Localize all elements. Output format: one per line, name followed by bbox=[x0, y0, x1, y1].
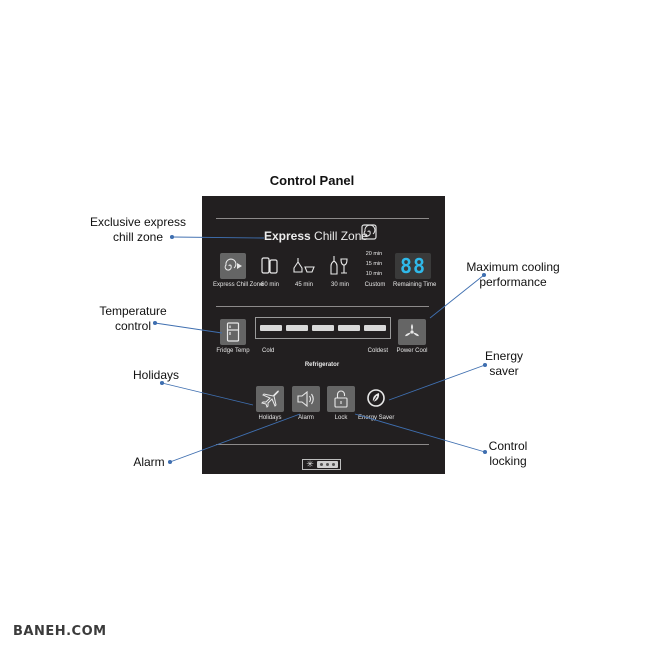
energy-saver-label: Energy Saver bbox=[358, 415, 395, 421]
padlock-icon bbox=[333, 389, 349, 409]
callout-holidays: Holidays bbox=[132, 368, 180, 382]
scale-coldest-label: Coldest bbox=[367, 348, 388, 354]
lock-indicator: ✳ bbox=[302, 459, 341, 470]
temperature-level-segment bbox=[338, 325, 360, 331]
remaining-time-label: Remaining Time bbox=[393, 282, 437, 288]
power-cool-button[interactable] bbox=[398, 319, 426, 345]
alarm-button[interactable] bbox=[292, 386, 320, 412]
temperature-level-bar[interactable] bbox=[255, 317, 391, 339]
callout-alarm: Alarm bbox=[133, 455, 165, 469]
lock-button[interactable] bbox=[327, 386, 355, 412]
scale-cold-label: Cold bbox=[262, 348, 275, 354]
airplane-icon bbox=[260, 389, 280, 409]
remaining-time-display: 88 bbox=[395, 253, 431, 279]
option-45-label: 45 min bbox=[294, 282, 313, 288]
panel-divider bbox=[216, 306, 429, 307]
holidays-label: Holidays bbox=[258, 415, 282, 421]
option-30-label: 30 min bbox=[330, 282, 349, 288]
speaker-icon bbox=[296, 390, 316, 408]
power-cool-label: Power Cool bbox=[396, 348, 428, 354]
temperature-level-segment bbox=[260, 325, 282, 331]
express-chill-heading-bold: Express bbox=[264, 229, 311, 243]
custom-time-20: 20 min bbox=[365, 251, 383, 257]
bottle-glass-icon[interactable] bbox=[291, 254, 317, 276]
callout-max-cooling: Maximum cooling performance bbox=[466, 260, 560, 289]
custom-time-10: 10 min bbox=[365, 271, 383, 277]
fridge-temp-label: Fridge Temp bbox=[216, 348, 250, 354]
fridge-icon bbox=[226, 322, 240, 342]
callout-control-locking: Control locking bbox=[488, 439, 528, 468]
temperature-level-segment bbox=[286, 325, 308, 331]
chill-swirl-icon bbox=[360, 223, 378, 246]
panel-divider bbox=[216, 444, 429, 445]
option-60-label: 60 min bbox=[260, 282, 279, 288]
custom-times[interactable]: 20 min 15 min 10 min bbox=[358, 249, 390, 279]
energy-saver-button[interactable] bbox=[364, 386, 388, 410]
temperature-level-segment bbox=[364, 325, 386, 331]
leaf-icon bbox=[365, 387, 387, 409]
express-chill-label: Express Chill Zone bbox=[213, 282, 264, 288]
fridge-temp-button[interactable] bbox=[220, 319, 246, 345]
callout-temperature-control: Temperature control bbox=[99, 304, 167, 333]
holidays-button[interactable] bbox=[256, 386, 284, 412]
temperature-level-segment bbox=[312, 325, 334, 331]
callout-exclusive-chill: Exclusive express chill zone bbox=[89, 215, 187, 244]
fan-icon bbox=[402, 322, 422, 342]
express-chill-heading-light: Chill Zone bbox=[314, 229, 369, 243]
wine-bottle-icon[interactable] bbox=[328, 253, 350, 277]
lock-label: Lock bbox=[334, 415, 348, 421]
page-title: Control Panel bbox=[269, 173, 355, 188]
chill-swirl-play-icon bbox=[222, 258, 244, 274]
snowflake-icon: ✳ bbox=[306, 459, 314, 469]
callout-energy-saver: Energy saver bbox=[484, 349, 524, 378]
refrigerator-label: Refrigerator bbox=[304, 362, 340, 368]
indicator-dots-icon bbox=[317, 461, 338, 468]
watermark-logo: BANEH.COM bbox=[13, 624, 107, 639]
custom-time-15: 15 min bbox=[365, 261, 383, 267]
custom-label: Custom bbox=[364, 282, 386, 288]
panel-divider bbox=[216, 218, 429, 219]
cans-icon[interactable] bbox=[258, 254, 282, 276]
express-chill-heading: Express Chill Zone bbox=[264, 229, 368, 243]
alarm-label: Alarm bbox=[298, 415, 314, 421]
control-panel: Express Chill Zone Express Chill Zone 60… bbox=[202, 196, 445, 474]
express-chill-button[interactable] bbox=[220, 253, 246, 279]
